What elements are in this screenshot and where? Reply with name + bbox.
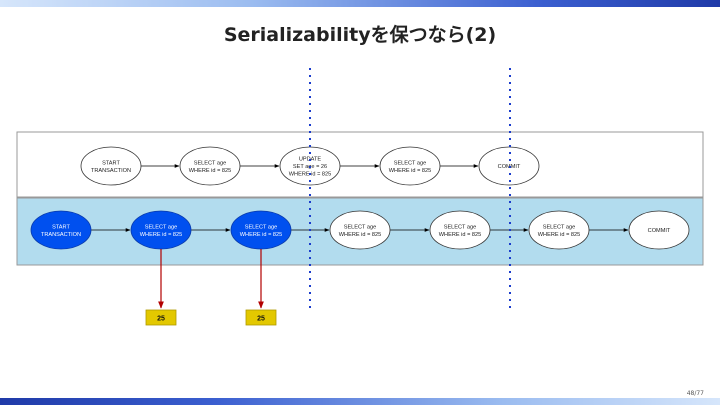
result-box-1: 25 (145, 309, 177, 326)
bottom-node-4-line-1: SELECT age (344, 224, 377, 230)
bottom-node-1-line-1: START (52, 224, 70, 230)
bottom-node-3-line-1: SELECT age (245, 224, 278, 230)
bottom-node-6-line-2: WHERE id = 825 (538, 232, 580, 238)
bottom-node-1-shape (30, 210, 92, 250)
top-node-2-shape (179, 146, 241, 186)
bottom-node-1: START TRANSACTION (30, 210, 92, 250)
top-node-1: START TRANSACTION (80, 146, 142, 186)
top-node-1-shape (80, 146, 142, 186)
top-node-2-line-1: SELECT age (194, 160, 227, 166)
result-value-1: 25 (157, 316, 165, 323)
bottom-node-4-shape (329, 210, 391, 250)
bottom-node-2-line-1: SELECT age (145, 224, 178, 230)
top-node-1-line-1: START (102, 160, 120, 166)
bottom-node-5-line-2: WHERE id = 825 (439, 232, 481, 238)
bottom-node-6-line-1: SELECT age (543, 224, 576, 230)
bottom-gradient-bar (0, 398, 720, 405)
top-node-4-line-1: SELECT age (394, 160, 427, 166)
top-gradient-bar (0, 0, 720, 7)
bottom-node-7: COMMIT (628, 210, 690, 250)
bottom-node-1-line-2: TRANSACTION (41, 232, 81, 238)
top-node-4-shape (379, 146, 441, 186)
top-node-2-line-2: WHERE id = 825 (189, 168, 231, 174)
result-box-2-shape (245, 309, 277, 326)
top-node-1-line-2: TRANSACTION (91, 168, 131, 174)
bottom-node-3-line-2: WHERE id = 825 (240, 232, 282, 238)
top-node-4-line-2: WHERE id = 825 (389, 168, 431, 174)
bottom-node-6-shape (528, 210, 590, 250)
bottom-node-7-shape (628, 210, 690, 250)
slide-title: Serializabilityを保つなら(2) (223, 24, 497, 46)
bottom-node-7-line-1: COMMIT (648, 228, 671, 234)
page-number: 48/77 (686, 390, 704, 397)
result-value-2: 25 (257, 316, 265, 323)
bottom-node-2-line-2: WHERE id = 825 (140, 232, 182, 238)
result-box-1-shape (145, 309, 177, 326)
bottom-node-5-shape (429, 210, 491, 250)
bottom-node-5-line-1: SELECT age (444, 224, 477, 230)
bottom-node-4-line-2: WHERE id = 825 (339, 232, 381, 238)
result-box-2: 25 (245, 309, 277, 326)
